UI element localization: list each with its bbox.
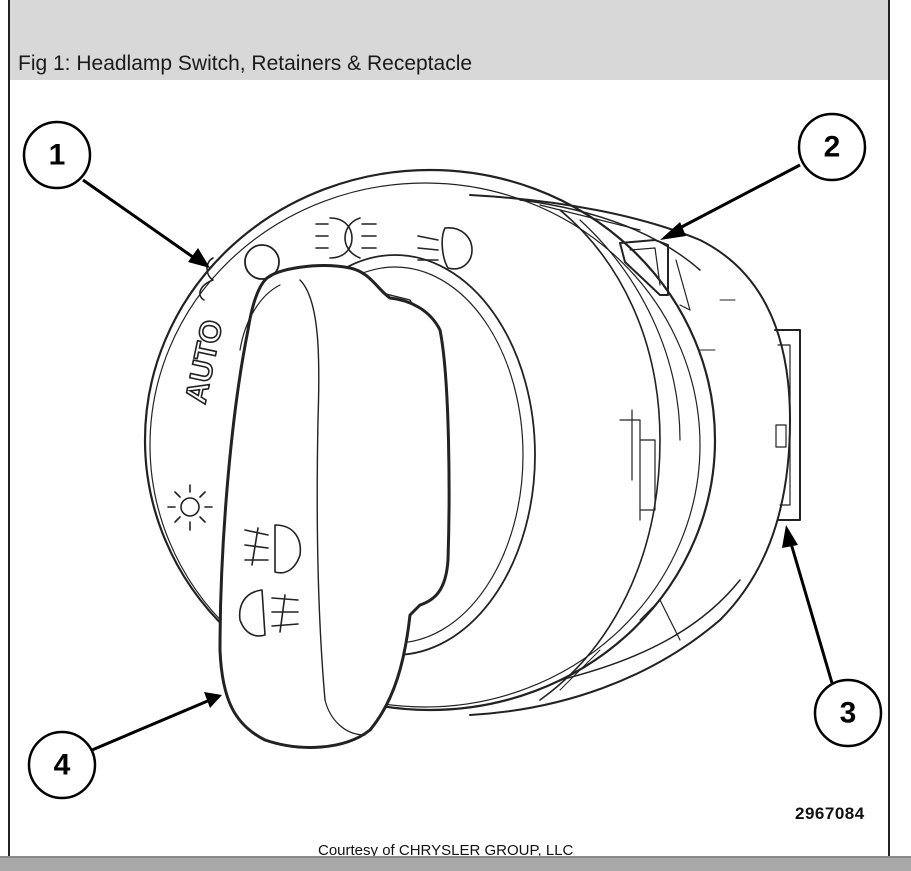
svg-text:4: 4 bbox=[54, 749, 71, 782]
auto-position-label: AUTO bbox=[180, 317, 230, 406]
headlamp-icon bbox=[417, 227, 473, 270]
receptacle-connector bbox=[774, 329, 801, 521]
bezel-outer-ring bbox=[143, 168, 717, 712]
callout-1: 1 bbox=[22, 120, 210, 268]
figure-caption: Fig 1: Headlamp Switch, Retainers & Rece… bbox=[18, 52, 473, 75]
bottom-scrollbar bbox=[0, 856, 911, 871]
off-symbol-icon bbox=[244, 244, 280, 280]
caption-bar bbox=[10, 0, 888, 80]
svg-text:3: 3 bbox=[840, 697, 857, 730]
interior-lamp-icon bbox=[167, 484, 213, 531]
svg-text:1: 1 bbox=[49, 139, 66, 172]
callout-3: 3 bbox=[782, 525, 883, 748]
front-fog-lamp-icon bbox=[244, 524, 302, 574]
callout-2: 2 bbox=[660, 112, 867, 240]
rear-fog-lamp-icon bbox=[238, 589, 299, 637]
switch-knob bbox=[218, 264, 451, 749]
callout-4: 4 bbox=[27, 692, 222, 800]
switch-housing-body bbox=[469, 194, 791, 716]
figure-number: 2967084 bbox=[795, 804, 865, 823]
parking-lamp-icon bbox=[315, 217, 377, 259]
courtesy-credit: Courtesy of CHRYSLER GROUP, LLC bbox=[318, 842, 574, 859]
detent-notch-icon bbox=[199, 257, 214, 301]
svg-text:2: 2 bbox=[824, 131, 841, 164]
retainer-tab bbox=[619, 239, 669, 296]
